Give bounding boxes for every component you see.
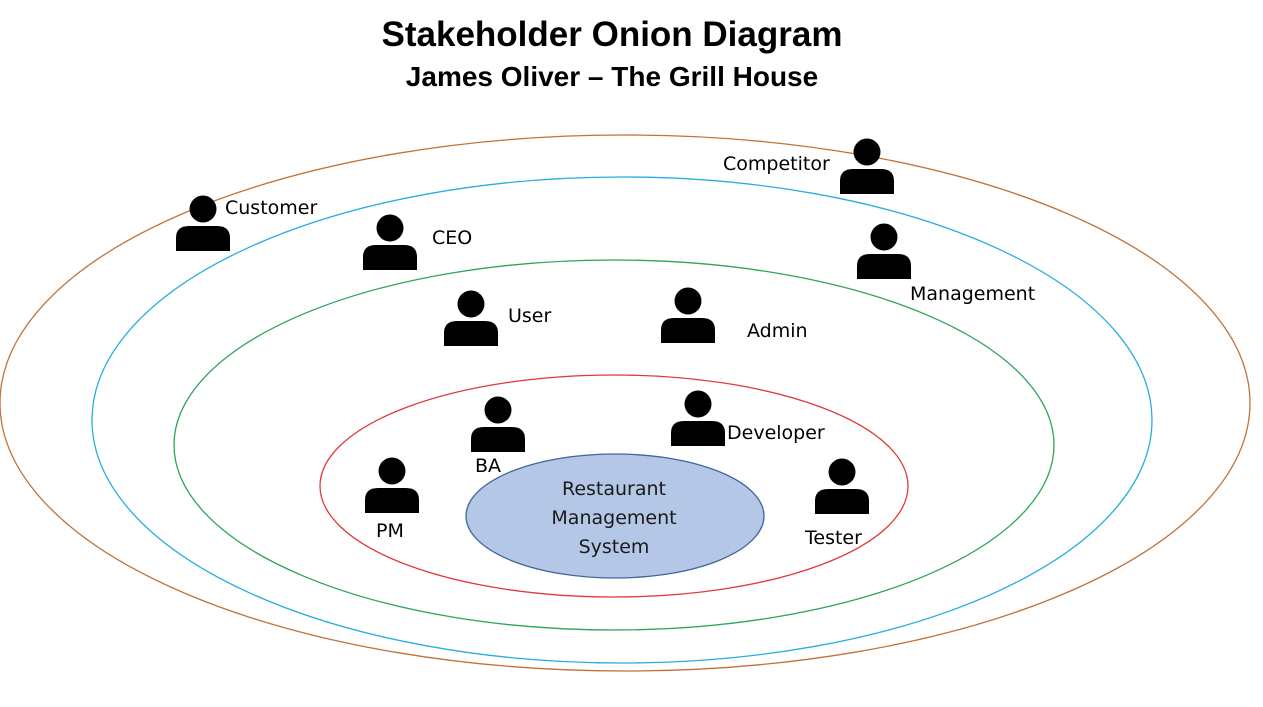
core-label-line-3: System [579,536,650,558]
person-icon-ba [471,396,525,452]
label-tester: Tester [804,527,862,549]
core-label-line-2: Management [551,507,676,529]
person-icon-user [444,290,498,346]
person-icon-customer [176,195,230,251]
label-pm: PM [376,520,404,542]
person-icon-ceo [363,214,417,270]
label-user: User [508,305,551,327]
diagram-subtitle: James Oliver – The Grill House [406,61,818,92]
person-icon-pm [365,457,419,513]
person-icon-management [857,223,911,279]
core-label-line-1: Restaurant [562,478,666,500]
label-customer: Customer [225,197,317,219]
ring-1-system [319,374,909,598]
ring-3-containing-business [91,176,1153,664]
person-icon-tester [815,458,869,514]
label-admin: Admin [747,320,808,342]
person-icon-admin [661,287,715,343]
outer-ring-wider-environment [0,134,1251,672]
label-management: Management [910,283,1035,305]
person-icon-competitor [840,138,894,194]
person-icon-developer [671,390,725,446]
label-developer: Developer [727,422,825,444]
diagram-title: Stakeholder Onion Diagram [382,15,843,54]
ring-2-business-system [173,259,1055,631]
core-ellipse [465,453,765,579]
label-ceo: CEO [432,227,472,249]
label-competitor: Competitor [723,153,830,175]
label-ba: BA [475,455,501,477]
